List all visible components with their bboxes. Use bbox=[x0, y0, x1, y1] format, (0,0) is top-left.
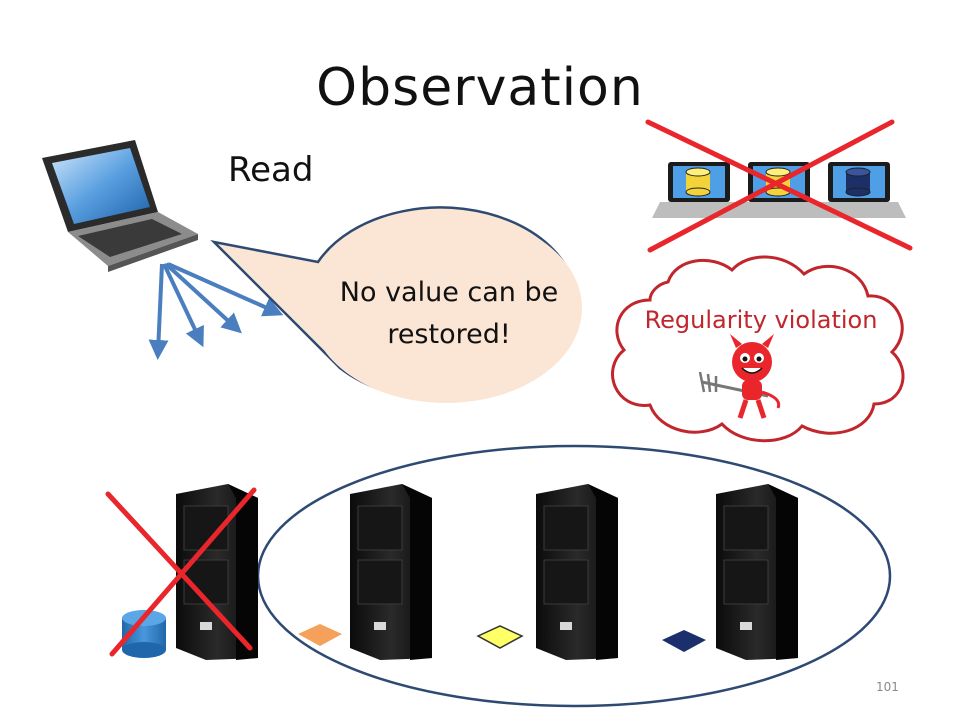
bubble-text: No value can be restored! bbox=[339, 277, 559, 350]
server-icon bbox=[536, 484, 618, 660]
cloud-text: Regularity violation bbox=[644, 306, 878, 334]
read-arrows bbox=[148, 262, 284, 360]
laptop-icon bbox=[42, 140, 198, 272]
cross-mark-icon bbox=[645, 119, 913, 253]
laptop-icon bbox=[812, 162, 906, 218]
fragment-orange bbox=[298, 624, 342, 646]
laptop-icon bbox=[652, 162, 746, 218]
fragment-yellow bbox=[476, 625, 524, 649]
database-icon bbox=[845, 167, 871, 197]
database-icon bbox=[685, 167, 711, 197]
read-label: Read bbox=[228, 150, 314, 190]
page-number: 101 bbox=[876, 680, 899, 694]
slide-title: Observation bbox=[316, 58, 644, 118]
devil-icon bbox=[698, 334, 781, 419]
cross-mark-icon bbox=[105, 487, 257, 657]
server-icon bbox=[716, 484, 798, 660]
server-icon bbox=[176, 484, 258, 660]
fragment-navy bbox=[662, 630, 706, 652]
replica-laptops bbox=[652, 162, 906, 218]
speech-bubble bbox=[210, 206, 582, 403]
server-icon bbox=[350, 484, 432, 660]
